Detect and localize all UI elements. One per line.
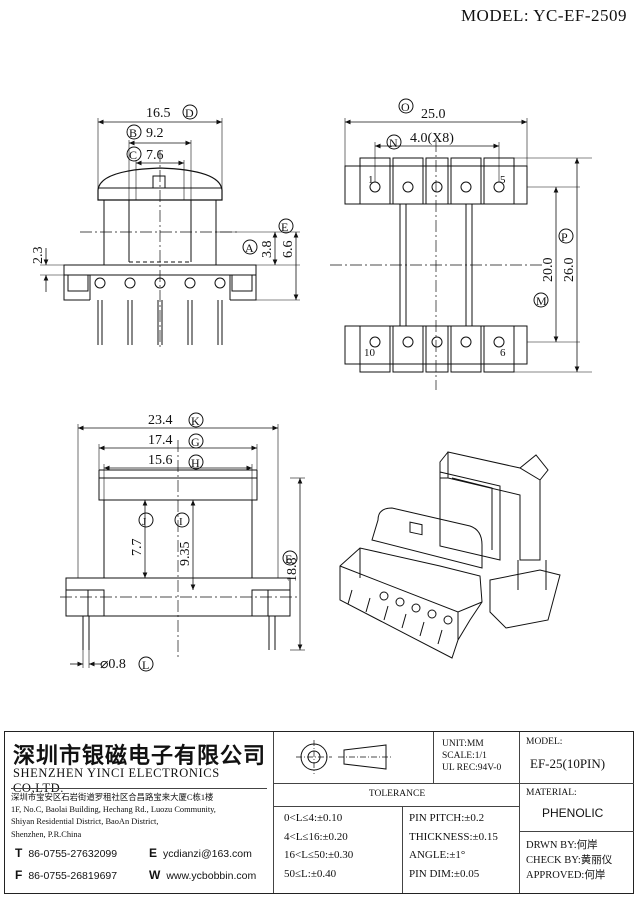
model-cell: MODEL: EF-25(10PIN)	[520, 732, 634, 784]
label-I: I	[179, 516, 183, 528]
address-line-1: 深圳市宝安区石岩街道罗租社区合昌路宝来大厦C栋1楼	[11, 793, 214, 802]
side-view-labels: 23.4 K 17.4 G 15.6 H 7.7 J 9.35 I 18.8 F…	[100, 412, 300, 672]
unit-scale-cell: UNIT:MM SCALE:1/1 UL REC:94V-0	[433, 732, 519, 784]
dim-15-6: 15.6	[148, 453, 173, 468]
tolerance-3: 16<L≤50:±0.30	[284, 849, 354, 861]
dim-26-0: 26.0	[562, 258, 577, 283]
email-value: ycdianzi@163.com	[163, 848, 252, 860]
dim-18-8: 18.8	[285, 558, 300, 583]
address-line-4: Shenzhen, P.R.China	[11, 829, 82, 839]
material-label: MATERIAL:	[526, 788, 577, 798]
title-block: 深圳市银磁电子有限公司 SHENZHEN YINCI ELECTRONICS C…	[4, 731, 634, 894]
web-label: W	[149, 868, 161, 882]
fax-value: 86-0755-26819697	[28, 870, 118, 882]
tolerance-2: 4<L≤16:±0.20	[284, 830, 348, 843]
tel-label: T	[15, 846, 23, 860]
company-block: 深圳市银磁电子有限公司 SHENZHEN YINCI ELECTRONICS C…	[5, 732, 273, 893]
isometric-view	[339, 451, 561, 659]
address-line-2: 1F, No.C, Baolai Building, Hechang Rd., …	[11, 805, 216, 815]
technical-drawing: 16.5 D B 9.2 C 7.6 2.3 A 3.8 6.6 E	[31, 98, 592, 672]
dim-20-0: 20.0	[541, 258, 556, 283]
web-value: www.ycbobbin.com	[166, 870, 257, 882]
model-header: MODEL: YC-EF-2509	[460, 6, 627, 25]
contact-fax: F 86-0755-26819697	[15, 868, 117, 882]
label-C: C	[129, 148, 137, 162]
tolerance-left: 0<L≤4:±0.10 4<L≤16:±0.20 16<L≤50:±0.30 5…	[274, 806, 402, 893]
label-J: J	[142, 516, 147, 528]
label-M: M	[536, 294, 547, 308]
tolerance-block: TOLERANCE 0<L≤4:±0.10 4<L≤16:±0.20 16<L≤…	[273, 784, 520, 893]
dim-6-6: 6.6	[281, 241, 296, 259]
email-label: E	[149, 846, 158, 860]
signoff-cell: DRWN BY:何岸 CHECK BY:黄丽仪 APPROVED:何岸	[520, 832, 634, 893]
dim-2-3: 2.3	[31, 247, 46, 265]
material-value: PHENOLIC	[542, 806, 604, 820]
dim-4-0-x8: 4.0(X8)	[410, 131, 454, 146]
check-by: CHECK BY:黄丽仪	[526, 855, 613, 866]
dim-3-8: 3.8	[260, 241, 275, 259]
front-view-labels: 16.5 D B 9.2 C 7.6 2.3 A 3.8 6.6 E	[31, 104, 296, 265]
dim-16-5: 16.5	[146, 106, 171, 121]
dim-17-4: 17.4	[148, 433, 173, 448]
tel-value: 86-0755-27632099	[28, 848, 118, 860]
drawn-by: DRWN BY:何岸	[526, 840, 598, 851]
pin-10: 10	[364, 347, 376, 359]
approved-by: APPROVED:何岸	[526, 870, 606, 881]
model-label: MODEL:	[526, 737, 563, 747]
tolerance-right: PIN PITCH:±0.2 THICKNESS:±0.15 ANGLE:±1°…	[402, 806, 520, 893]
dim-23-4: 23.4	[148, 413, 173, 428]
tolerance-8: PIN DIM:±0.05	[409, 867, 480, 880]
label-A: A	[245, 241, 254, 255]
tolerance-6: THICKNESS:±0.15	[409, 830, 498, 843]
dim-9-2: 9.2	[146, 126, 164, 141]
label-P: P	[561, 230, 568, 244]
tolerance-4: 50≤L:±0.40	[284, 867, 337, 880]
label-N: N	[389, 136, 398, 150]
ul-rec: UL REC:94V-0	[442, 763, 502, 773]
tolerance-1: 0<L≤4:±0.10	[284, 812, 343, 824]
label-G: G	[191, 435, 200, 449]
tolerance-5: PIN PITCH:±0.2	[409, 812, 485, 824]
side-view	[60, 424, 305, 668]
contact-tel: T 86-0755-27632099	[15, 846, 117, 860]
tolerance-7: ANGLE:±1°	[409, 849, 466, 861]
label-H: H	[191, 456, 200, 470]
pin-1: 1	[368, 174, 374, 186]
company-name-cn: 深圳市银磁电子有限公司	[13, 743, 267, 769]
label-B: B	[129, 126, 137, 140]
fax-label: F	[15, 868, 23, 882]
dim-9-35: 9.35	[178, 542, 193, 567]
projection-symbol-icon	[296, 740, 392, 774]
dim-7-7: 7.7	[130, 539, 145, 557]
label-D: D	[185, 106, 194, 120]
pin-5: 5	[500, 174, 506, 186]
pin-6: 6	[500, 347, 506, 359]
dim-25-0: 25.0	[421, 107, 446, 122]
tolerance-title: TOLERANCE	[368, 789, 426, 799]
label-O: O	[401, 100, 410, 114]
address-line-3: Shiyan Residential District, BaoAn Distr…	[11, 817, 159, 827]
model-material-block: MODEL: EF-25(10PIN) MATERIAL: PHENOLIC D…	[519, 732, 634, 893]
material-cell: MATERIAL: PHENOLIC	[520, 784, 634, 832]
top-view	[330, 118, 592, 390]
label-F: F	[285, 552, 292, 566]
label-E: E	[281, 220, 288, 234]
unit: UNIT:MM	[442, 739, 484, 749]
dim-7-6: 7.6	[146, 148, 164, 163]
dim-0-8: ⌀0.8	[100, 657, 126, 672]
label-K: K	[191, 414, 200, 428]
label-L: L	[142, 658, 149, 672]
front-view	[40, 118, 300, 350]
company-address: 深圳市宝安区石岩街道罗租社区合昌路宝来大厦C栋1楼 1F, No.C, Baol…	[11, 788, 267, 841]
model-value: EF-25(10PIN)	[530, 756, 606, 771]
scale: SCALE:1/1	[442, 751, 487, 761]
top-view-labels: O 25.0 N 4.0(X8) 1 5 10 6 20.0 26.0 P M	[364, 98, 577, 359]
projection-symbol-cell	[273, 732, 433, 784]
